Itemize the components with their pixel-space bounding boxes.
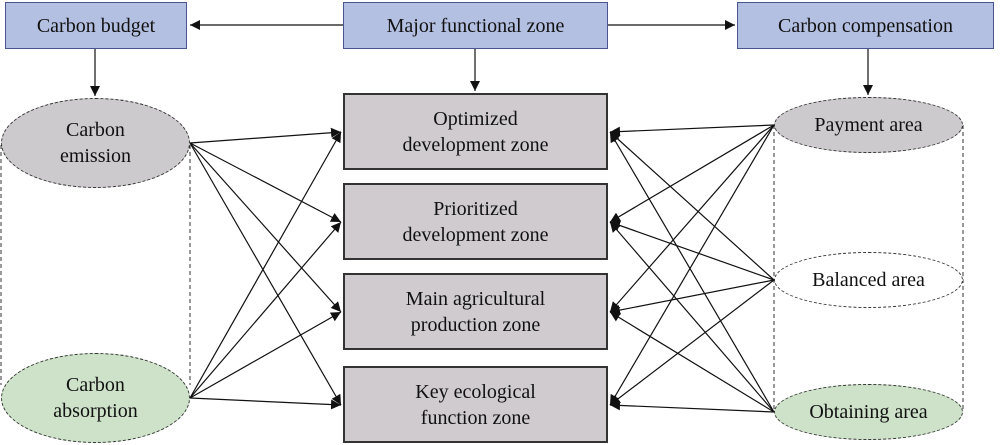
obtaining-area-ellipse: Obtaining area xyxy=(774,384,963,440)
carbon-budget-label: Carbon budget xyxy=(36,14,156,37)
arrow-emission-to-zone-0 xyxy=(189,127,342,144)
balanced-area-label: Balanced area xyxy=(812,269,925,291)
zone-label: Optimized development zone xyxy=(402,107,549,156)
balanced-area-ellipse: Balanced area xyxy=(774,252,963,308)
arrow-absorption-to-zone-3 xyxy=(189,397,342,410)
carbon-absorption-label: Carbon absorption xyxy=(53,374,138,422)
arrow-emission-to-zone-3 xyxy=(189,142,342,406)
arrow-payment-to-zone-3 xyxy=(609,124,775,406)
major-functional-zone-box: Major functional zone xyxy=(343,2,608,49)
carbon-compensation-box: Carbon compensation xyxy=(737,2,994,49)
arrow-balanced-to-zone-0 xyxy=(609,131,775,281)
arrow-payment-to-zone-2 xyxy=(609,124,775,313)
carbon-budget-box: Carbon budget xyxy=(5,2,187,49)
carbon-compensation-label: Carbon compensation xyxy=(778,14,953,37)
arrow-obtaining-to-zone-0 xyxy=(609,131,775,413)
prioritized-development-zone-box: Prioritized development zone xyxy=(343,183,608,260)
zone-label: Main agricultural production zone xyxy=(405,287,546,336)
arrow-balanced-to-zone-3 xyxy=(609,279,775,406)
arrow-obtaining-to-zone-1 xyxy=(609,221,775,413)
key-ecological-function-zone-box: Key ecological function zone xyxy=(343,366,608,443)
arrow-absorption-to-zone-1 xyxy=(189,221,342,399)
carbon-emission-label: Carbon emission xyxy=(59,119,132,167)
payment-area-label: Payment area xyxy=(814,114,923,136)
carbon-emission-ellipse: Carbon emission xyxy=(1,98,190,188)
arrow-obtaining-to-zone-3 xyxy=(609,400,775,413)
arrow-absorption-to-zone-0 xyxy=(189,131,342,399)
arrow-payment-to-zone-1 xyxy=(609,124,775,223)
optimized-development-zone-box: Optimized development zone xyxy=(343,93,608,170)
payment-area-ellipse: Payment area xyxy=(774,97,963,153)
major-functional-zone-label: Major functional zone xyxy=(386,14,565,37)
zone-label: Prioritized development zone xyxy=(402,197,549,246)
main-agricultural-production-zone-box: Main agricultural production zone xyxy=(343,273,608,350)
arrow-emission-to-zone-2 xyxy=(189,142,342,313)
arrow-obtaining-to-zone-2 xyxy=(609,311,775,413)
arrow-absorption-to-zone-2 xyxy=(189,311,342,399)
arrow-payment-to-zone-0 xyxy=(609,124,775,137)
arrow-balanced-to-zone-2 xyxy=(609,279,775,315)
arrow-emission-to-zone-1 xyxy=(189,142,342,223)
carbon-absorption-ellipse: Carbon absorption xyxy=(1,353,190,443)
arrow-balanced-to-zone-1 xyxy=(609,220,775,281)
obtaining-area-label: Obtaining area xyxy=(809,401,928,423)
zone-label: Key ecological function zone xyxy=(415,380,536,429)
